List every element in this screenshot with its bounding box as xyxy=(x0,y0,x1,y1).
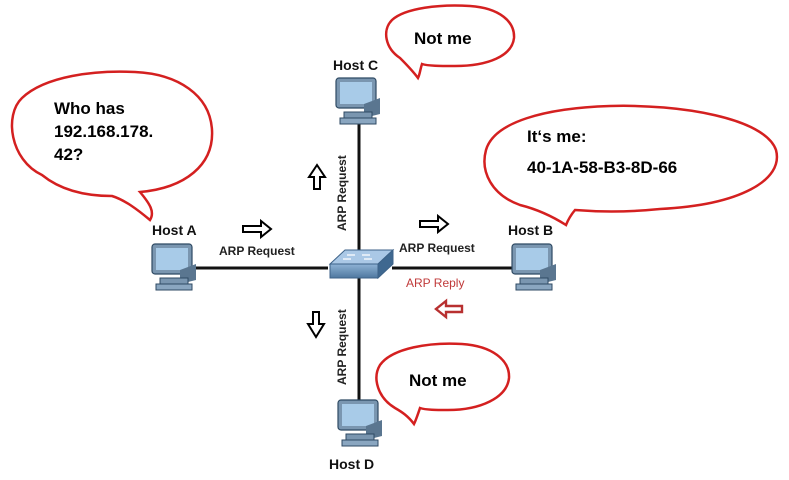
host-d-computer-icon xyxy=(337,399,382,447)
arp-request-label-b: ARP Request xyxy=(399,241,475,255)
arrow-left-icon xyxy=(434,298,464,320)
host-a-label: Host A xyxy=(152,222,197,238)
bubble-b-line-1: It‘s me: xyxy=(527,127,587,146)
arp-reply-label: ARP Reply xyxy=(406,276,464,290)
host-b-computer-icon xyxy=(511,243,556,291)
switch-icon xyxy=(328,248,395,280)
arp-request-label-d: ARP Request xyxy=(335,309,349,385)
arrow-right-icon xyxy=(242,218,273,240)
speech-bubble-host-d: Not me xyxy=(375,342,511,427)
arrow-right-icon xyxy=(419,213,450,235)
bubble-a-line-1: Who has xyxy=(54,99,125,118)
speech-bubble-host-c: Not me xyxy=(384,4,516,81)
bubble-a-line-2: 192.168.178. xyxy=(54,122,153,141)
bubble-c-text: Not me xyxy=(414,29,472,48)
host-b-label: Host B xyxy=(508,222,553,238)
speech-bubble-host-b: It‘s me: 40-1A-58-B3-8D-66 xyxy=(483,104,779,227)
arrow-up-icon xyxy=(307,163,327,190)
speech-bubble-host-a: Who has 192.168.178. 42? xyxy=(10,70,214,222)
host-a-computer-icon xyxy=(151,243,196,291)
bubble-d-text: Not me xyxy=(409,371,467,390)
arp-request-label-c: ARP Request xyxy=(335,155,349,231)
bubble-a-line-3: 42? xyxy=(54,145,83,164)
host-d-label: Host D xyxy=(329,456,374,472)
arrow-down-icon xyxy=(306,311,326,339)
host-c-label: Host C xyxy=(333,57,378,73)
bubble-b-line-2: 40-1A-58-B3-8D-66 xyxy=(527,158,677,177)
host-c-computer-icon xyxy=(335,77,380,125)
arp-request-label-a: ARP Request xyxy=(219,244,295,258)
network-links xyxy=(194,118,522,400)
